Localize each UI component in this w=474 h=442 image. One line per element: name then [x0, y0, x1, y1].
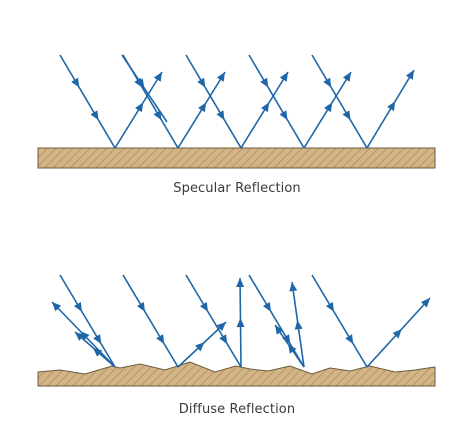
reflected-arrowhead: [288, 343, 297, 354]
incident-arrowhead: [216, 110, 225, 121]
reflected-arrowhead: [52, 302, 62, 312]
incident-ray: [311, 274, 368, 368]
reflected-arrowhead: [153, 72, 162, 82]
reflected-arrowhead: [216, 72, 225, 82]
reflected-arrowhead: [324, 102, 333, 113]
incident-ray: [59, 274, 116, 368]
incident-arrowhead: [260, 77, 269, 88]
incident-arrowhead: [199, 302, 208, 312]
reflected-arrowhead: [261, 102, 270, 113]
reflected-arrowhead: [289, 282, 298, 292]
reflected-arrowhead: [279, 72, 288, 82]
reflected-arrowhead: [195, 342, 205, 352]
reflected-arrowhead: [216, 322, 226, 332]
incident-arrowhead: [282, 334, 291, 344]
incident-arrowhead: [153, 110, 162, 121]
reflected-arrowhead: [392, 329, 402, 339]
reflected-arrowhead: [405, 70, 414, 80]
reflected-arrowhead: [93, 347, 103, 357]
reflected-arrowhead: [80, 331, 90, 341]
reflected-arrowhead: [236, 318, 245, 328]
incident-ray: [185, 274, 242, 368]
incident-arrowhead: [90, 110, 99, 121]
reflected-ray: [366, 69, 415, 149]
reflected-arrowhead: [75, 332, 85, 341]
incident-arrowhead: [71, 77, 80, 88]
incident-arrowhead: [136, 78, 145, 89]
incident-ray: [185, 54, 242, 149]
diffuse-surface: [37, 361, 436, 387]
incident-arrowhead: [73, 302, 82, 312]
incident-arrowhead: [197, 77, 206, 88]
incident-arrowhead: [342, 110, 351, 121]
incident-arrowhead: [136, 302, 145, 312]
reflected-arrowhead: [342, 72, 351, 82]
specular-reflection-caption: Specular Reflection: [173, 181, 301, 196]
reflected-arrowhead: [294, 320, 303, 330]
incident-ray: [122, 274, 179, 368]
reflected-arrowhead: [135, 102, 144, 113]
incident-arrowhead: [323, 77, 332, 88]
incident-ray: [248, 54, 305, 149]
incident-arrowhead: [262, 302, 271, 312]
reflected-arrowhead: [198, 102, 207, 113]
incident-arrowhead: [325, 302, 334, 312]
diffuse-reflection-caption: Diffuse Reflection: [178, 402, 296, 417]
reflected-arrowhead: [236, 278, 245, 288]
incident-ray: [311, 54, 368, 149]
diffuse-rays: [51, 274, 431, 368]
reflected-arrowhead: [275, 325, 284, 335]
incident-ray: [59, 54, 116, 149]
reflected-arrowhead: [387, 101, 396, 111]
specular-surface: [37, 147, 436, 169]
reflected-arrowhead: [420, 298, 430, 308]
incident-arrowhead: [345, 334, 354, 344]
incident-ray: [248, 274, 305, 368]
incident-arrowhead: [93, 334, 102, 344]
incident-arrowhead: [156, 334, 165, 344]
specular-rays: [59, 54, 415, 149]
incident-arrowhead: [279, 110, 288, 121]
incident-arrowhead: [219, 334, 228, 344]
